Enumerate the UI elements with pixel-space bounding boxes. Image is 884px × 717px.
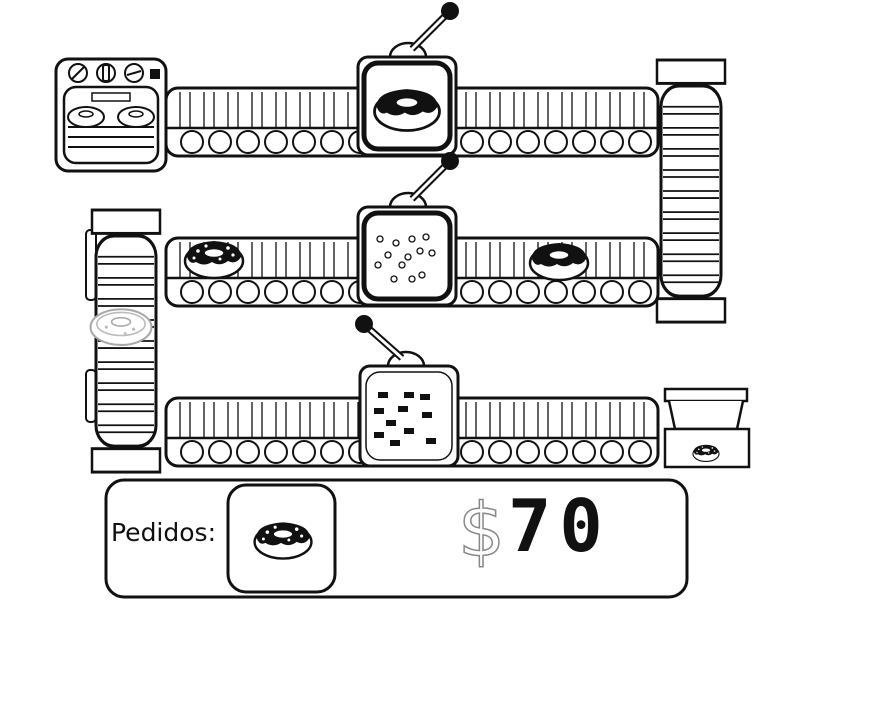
money-counter: 70 (508, 484, 611, 568)
donut-icon (693, 445, 719, 462)
donut-item[interactable] (528, 241, 590, 282)
delivery-box[interactable] (663, 387, 751, 469)
orders-label: Pedidos: (111, 518, 216, 547)
sprinkle-machine[interactable] (356, 152, 459, 307)
chocolate-chip-machine[interactable] (355, 315, 460, 468)
conveyor-roller-left (85, 208, 162, 474)
donut-item[interactable] (89, 308, 153, 347)
conveyor-roller-right (655, 58, 727, 324)
order-slot[interactable] (226, 483, 337, 594)
currency-icon: $ (457, 488, 506, 574)
donut-icon (255, 522, 312, 558)
oven-machine[interactable] (54, 57, 168, 173)
frosting-machine[interactable] (356, 2, 459, 157)
donut-item[interactable] (185, 241, 243, 278)
orders-panel (104, 478, 689, 599)
donut-icon (373, 87, 441, 132)
oven-knob-icon (68, 63, 160, 83)
